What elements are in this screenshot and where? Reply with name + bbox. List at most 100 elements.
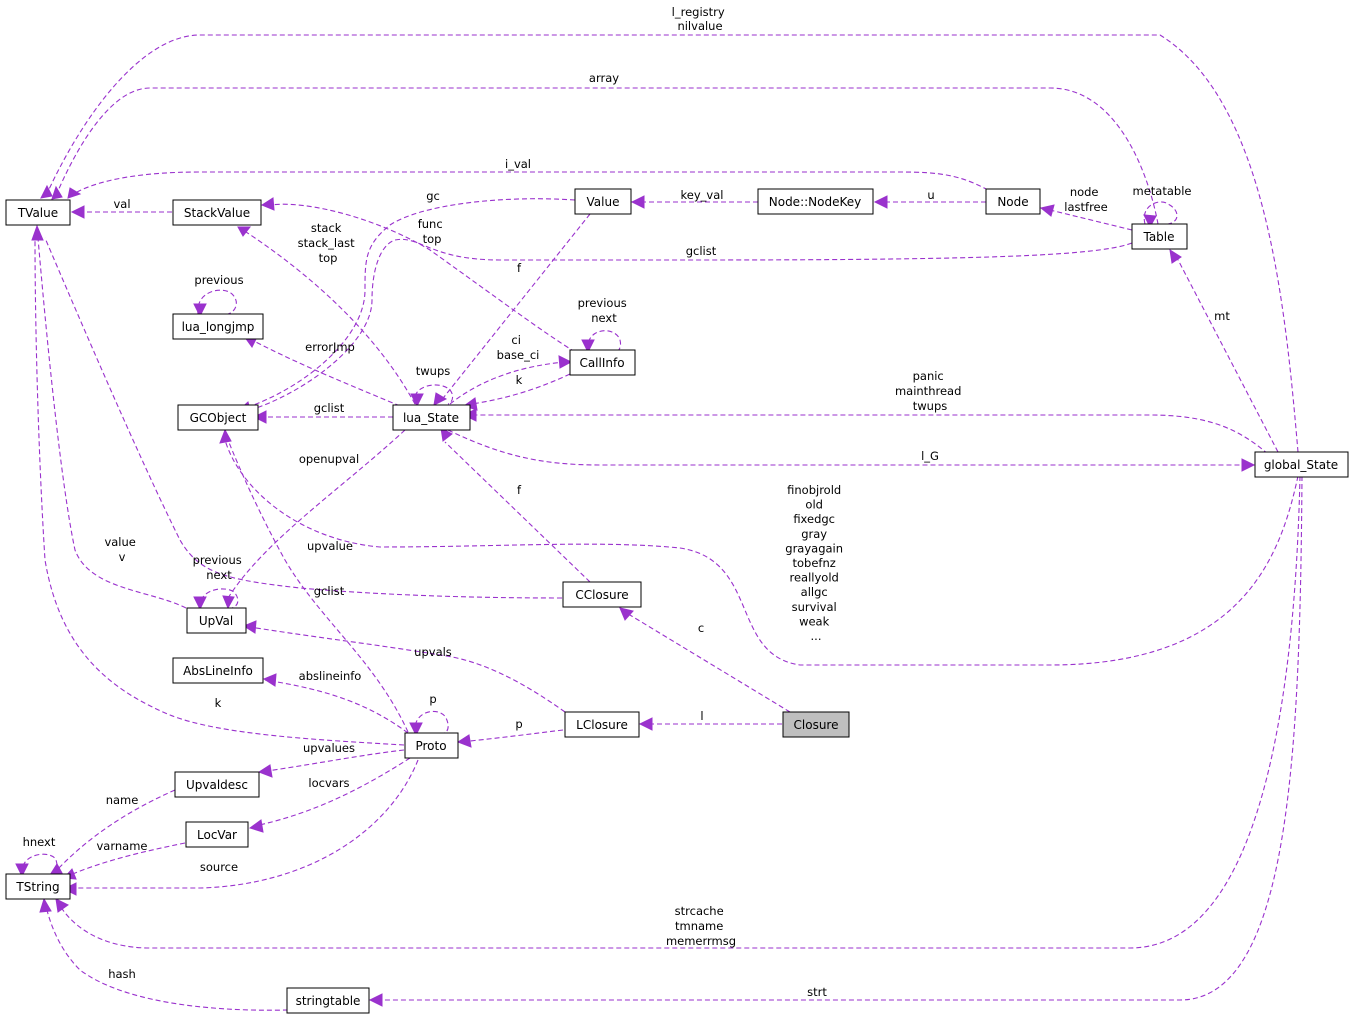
edge-proto-self [414,710,449,734]
arrowhead [456,734,472,748]
edge-globalstate-tstring [57,475,1301,949]
node-node[interactable]: Node [985,188,1041,215]
edges [21,34,1303,1011]
edge-lclosure-upval [249,626,566,713]
edge-label-p: p [515,717,522,731]
node-label: TString [15,880,59,894]
node-closure[interactable]: Closure [782,711,850,738]
edge-lclosure-proto [459,729,564,743]
node-label: lua_State [403,411,459,425]
node-abslineinfo[interactable]: AbsLineInfo [172,657,264,684]
edge-label-previous-longjmp: previous [194,273,243,287]
edge-luastate-stackvalue [239,227,416,405]
arrowhead [67,187,82,199]
node-label: stringtable [296,994,361,1008]
arrowhead [433,392,448,406]
edge-proto-abslineinfo [264,679,409,734]
edge-label-mt: mt [1214,309,1230,323]
node-cclosure[interactable]: CClosure [562,581,642,608]
edge-value-luastate [439,213,591,403]
node-label: GCObject [190,411,247,425]
nodes: TValue StackValue Value Node::NodeKey No… [5,188,1349,1014]
node-label: TValue [17,206,58,220]
node-label: LClosure [576,718,628,732]
edge-value-gcobject [244,198,576,409]
edge-label-strt: strt [807,985,827,999]
arrowhead [39,897,52,913]
edge-upval-previous [199,588,239,609]
edge-callinfo-stackvalue [269,203,576,353]
arrowhead [248,819,264,833]
arrowhead [619,607,634,621]
arrowhead [237,226,252,237]
edge-label-gclist-proto: gclist [314,584,345,598]
node-tvalue[interactable]: TValue [5,199,71,226]
node-lua-longjmp[interactable]: lua_longjmp [172,313,264,340]
node-value[interactable]: Value [574,188,632,215]
arrowhead [581,339,595,354]
node-proto[interactable]: Proto [404,732,459,759]
node-callinfo[interactable]: CallInfo [569,349,636,376]
arrowhead [558,355,573,369]
edge-label-func-top: func top [418,217,447,246]
node-table[interactable]: Table [1131,223,1188,250]
node-lua-state[interactable]: lua_State [392,404,471,431]
edge-label-gc: gc [426,189,440,203]
edge-label-k-proto: k [215,696,222,710]
edge-luastate-callinfo [449,361,566,405]
arrowhead [15,863,29,878]
node-stackvalue[interactable]: StackValue [172,199,262,226]
node-locvar[interactable]: LocVar [185,821,249,848]
edge-callinfo-luastate [471,373,571,405]
arrowhead [873,195,888,209]
arrowhead [262,673,277,687]
edge-table-tvalue-array [54,87,1159,225]
edge-label-array: array [589,71,619,85]
arrowhead [409,722,423,737]
node-label: global_State [1264,458,1338,472]
edge-label-finobjrold: finobjrold old fixedgc gray grayagain to… [785,483,846,643]
edge-closure-cclosure [624,611,791,713]
edge-label-metatable: metatable [1133,184,1192,198]
edge-label-i-val: i_val [505,157,531,171]
arrowhead [440,427,453,442]
edge-luastate-globalstate [447,429,1240,466]
edge-label-gclist-table: gclist [686,244,717,258]
edge-label-upvalue: upvalue [307,539,353,553]
edge-globalstate-stringtable [372,475,1303,1001]
edge-globalstate-luastate [472,414,1269,455]
node-gcobject[interactable]: GCObject [177,404,259,431]
edge-label-panic: panic mainthread twups [895,369,965,413]
node-label: Node [997,195,1028,209]
edge-label-stack: stack stack_last top [298,221,359,265]
node-label: CallInfo [579,356,624,370]
arrowhead [368,993,383,1007]
edge-label-f-value: f [517,261,522,275]
node-stringtable[interactable]: stringtable [286,987,370,1014]
arrowhead [40,184,53,199]
edge-proto-gcobject [227,439,409,733]
edge-stringtable-tstring [44,901,289,1011]
node-tstring[interactable]: TString [5,873,71,900]
node-label: StackValue [184,206,250,220]
node-global-state[interactable]: global_State [1254,451,1349,478]
edge-label-f-cclosure: f [517,483,522,497]
node-lclosure[interactable]: LClosure [564,711,640,738]
edge-label-name: name [106,793,139,807]
arrowhead [48,863,63,876]
node-upval[interactable]: UpVal [186,607,247,634]
edge-label-p-self: p [429,692,436,706]
edge-label-c: c [698,621,704,635]
edge-proto-tstring [70,759,419,889]
arrowhead [1143,214,1157,229]
node-label: UpVal [199,614,233,628]
arrowhead [260,197,275,211]
arrowhead [193,596,207,611]
edge-cclosure-luastate [444,441,591,583]
node-upvaldesc[interactable]: Upvaldesc [174,771,260,798]
edge-label-hash: hash [108,967,136,981]
arrowhead [219,428,232,444]
node-nodekey[interactable]: Node::NodeKey [757,188,874,215]
edge-label-previous-callinfo: previous next [578,296,631,325]
